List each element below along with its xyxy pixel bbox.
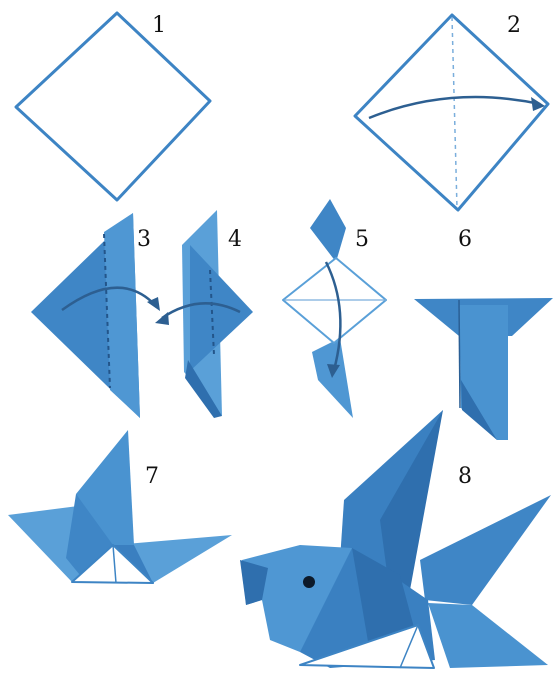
step-8-number: 8 (458, 464, 472, 489)
step-6-number: 6 (458, 227, 472, 252)
step-6: 6 (414, 227, 553, 440)
step-7-number: 7 (145, 464, 159, 489)
step-4-number: 4 (228, 227, 242, 252)
step-1: 1 (16, 13, 210, 200)
step-2-number: 2 (507, 13, 521, 38)
step-8-tail-wing (420, 495, 551, 605)
step-5-lower-strip (312, 338, 353, 418)
step-8-tail-lower (428, 603, 548, 668)
step-5: 5 (283, 199, 386, 418)
step-4-front-flap (190, 245, 253, 371)
step-4: 4 (155, 210, 253, 418)
step-5-upper-strip (310, 199, 346, 262)
step-2: 2 (355, 13, 548, 210)
step-1-number: 1 (152, 13, 166, 38)
step-4-arrowhead (155, 312, 169, 325)
step-1-paper-square (16, 13, 210, 200)
step-3: 3 (31, 213, 160, 418)
step-7: 7 (8, 430, 232, 583)
step-8: 8 (240, 410, 551, 668)
step-8-eye (303, 576, 315, 588)
step-3-number: 3 (137, 227, 151, 252)
step-6-fold-line (459, 300, 460, 408)
step-5-number: 5 (355, 227, 369, 252)
